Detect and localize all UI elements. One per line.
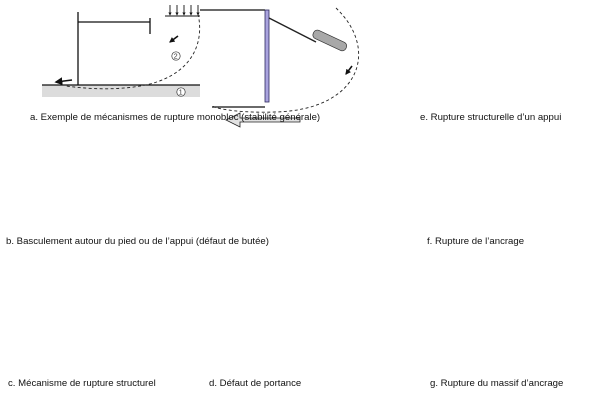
marker-1: 1 (179, 90, 183, 97)
caption-f: f. Rupture de l’ancrage (427, 236, 525, 247)
caption-b: b. Basculement autour du pied ou de l’ap… (6, 236, 269, 247)
retaining-wall (264, 9, 270, 103)
anchor-tendon (268, 17, 317, 43)
mass-arrow-2 (345, 65, 353, 75)
caption-c: c. Mécanisme de rupture structurel (8, 378, 156, 389)
marker-2-circle (171, 51, 181, 61)
anchor-grout-body (312, 29, 348, 52)
caption-g: g. Rupture du massif d’ancrage (430, 378, 564, 389)
sliding-arrow (54, 77, 73, 86)
caption-a: a. Exemple de mécanismes de rupture mono… (30, 112, 321, 123)
caption-e: e. Rupture structurelle d’un appui (420, 112, 562, 123)
marker-1-circle (176, 87, 186, 97)
panel-a-frame-mechanism: 2 1 (42, 5, 201, 97)
slip-surface (65, 13, 201, 90)
mass-arrow (169, 35, 179, 43)
surcharge-arrows (168, 5, 200, 16)
substratum-band (42, 85, 200, 97)
caption-d: d. Défaut de portance (209, 378, 302, 389)
panel-a-anchored-wall (200, 7, 360, 128)
sliding-arrow-2 (225, 112, 301, 128)
marker-2: 2 (174, 54, 178, 61)
deep-slip-surface (211, 7, 360, 113)
